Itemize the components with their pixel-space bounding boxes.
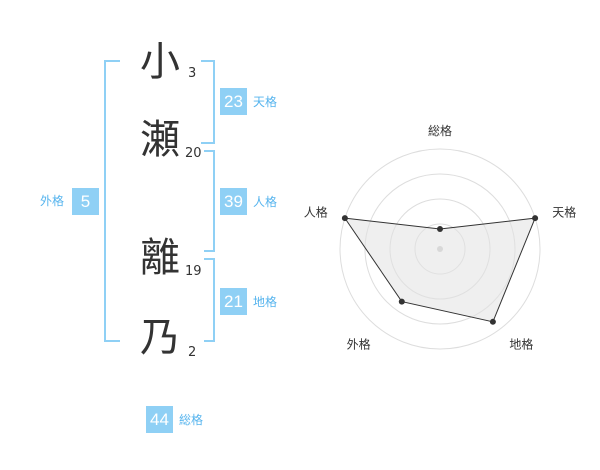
name-char-1: 小 (140, 39, 180, 85)
jinkaku-label: 人格 (253, 195, 278, 209)
name-char-4: 乃 (140, 315, 180, 361)
tenkaku-bracket (201, 60, 215, 144)
chikaku-label: 地格 (253, 295, 278, 309)
gaikaku-bracket (104, 60, 120, 342)
radar-point-4 (398, 298, 405, 305)
radar-ring (339, 148, 541, 350)
radar-axis-label-2: 天格 (552, 205, 576, 220)
stroke-count-1: 3 (188, 66, 197, 81)
tenkaku-value: 23 (220, 88, 247, 115)
jinkaku-bracket (204, 150, 215, 252)
stroke-count-4: 2 (188, 345, 197, 360)
radar-axis-label-5: 人格 (304, 205, 328, 220)
gaikaku-label: 外格 (40, 194, 65, 208)
radar-points (341, 215, 539, 325)
name-char-3: 離 (140, 235, 180, 281)
radar-axis-label-4: 外格 (347, 336, 371, 351)
radar-axis-label-3: 地格 (509, 336, 533, 351)
chikaku-value: 21 (220, 288, 247, 315)
radar-point-3 (489, 318, 496, 325)
chikaku-bracket (204, 258, 215, 342)
stroke-count-3: 19 (185, 264, 202, 279)
radar-point-2 (532, 215, 539, 222)
tenkaku-label: 天格 (253, 95, 278, 109)
gaikaku-value: 5 (72, 188, 99, 215)
stroke-count-2: 20 (185, 146, 202, 161)
name-char-2: 瀬 (140, 117, 180, 163)
jinkaku-value: 39 (220, 188, 247, 215)
radar-area (343, 217, 536, 323)
soukaku-label: 総格 (179, 413, 204, 427)
radar-point-5 (341, 215, 348, 222)
radar-point-1 (437, 226, 443, 232)
radar-axis-label-1: 総格 (428, 123, 452, 138)
soukaku-value: 44 (146, 406, 173, 433)
